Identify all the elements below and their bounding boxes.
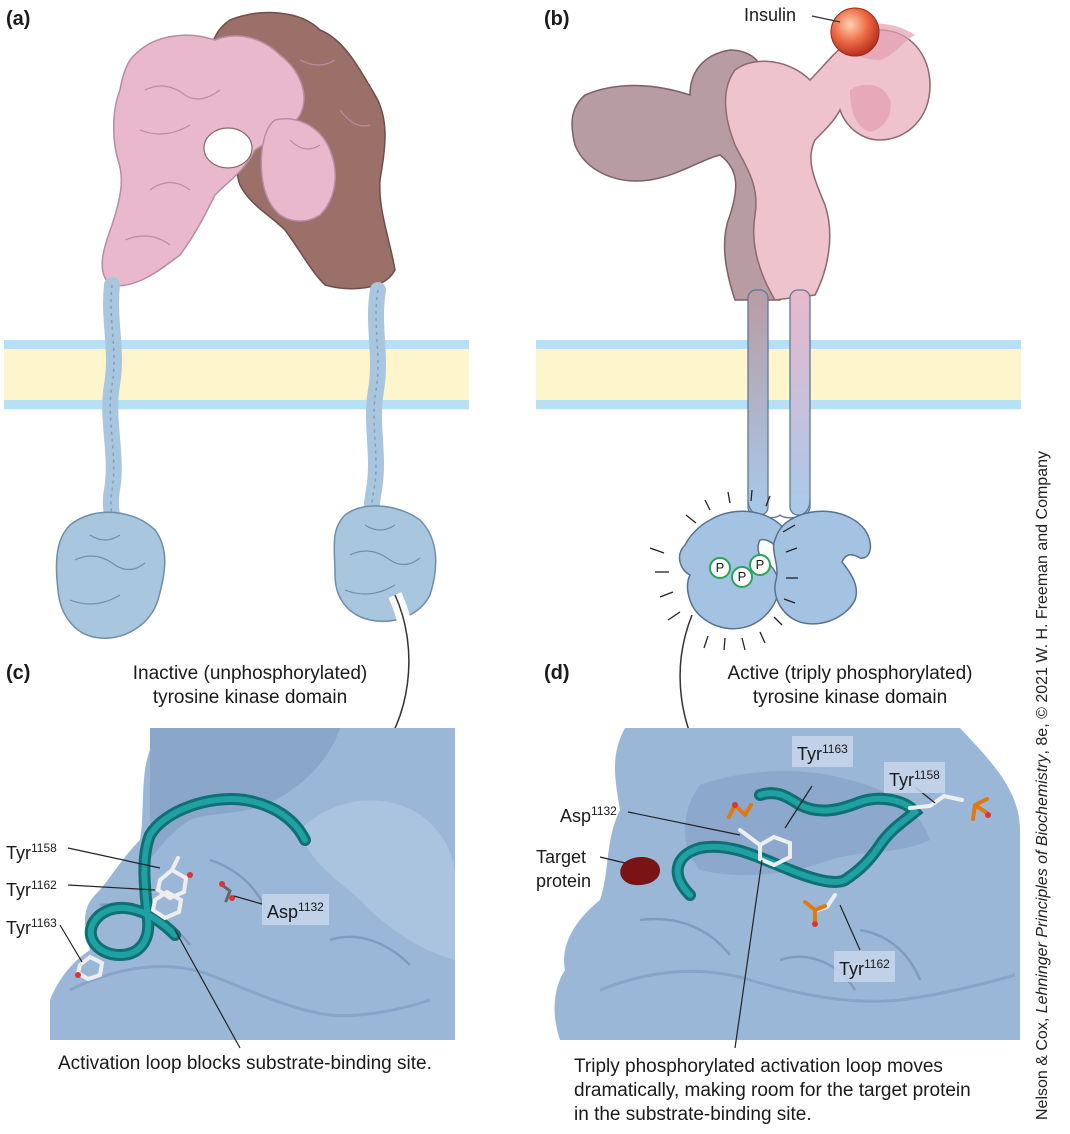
panel-letter-a: (a) bbox=[6, 8, 31, 30]
panel-c-activation-loop bbox=[84, 793, 311, 962]
phospho-group-2 bbox=[731, 566, 753, 588]
target-label-line1: Target bbox=[536, 847, 587, 867]
d-caption: Triply phosphorylated activation loop mo… bbox=[574, 1055, 1044, 1127]
target-protein bbox=[620, 856, 660, 886]
panel-b-membrane bbox=[536, 340, 1021, 410]
panel-a-kinase-right bbox=[333, 505, 437, 622]
d-tyr1163-label: Tyr1163 bbox=[792, 736, 853, 767]
panel-b-beta-tm bbox=[747, 289, 811, 519]
target-label-line2: protein bbox=[536, 871, 592, 891]
panel-b-kinase-right bbox=[772, 510, 872, 625]
active-kinase-caption: Active (triply phosphorylated) tyrosine … bbox=[690, 662, 1010, 710]
c-tyr1158-label: Tyr1158 bbox=[6, 841, 57, 863]
panel-a-membrane bbox=[4, 340, 469, 410]
d-caption-line1: Triply phosphorylated activation loop mo… bbox=[574, 1056, 943, 1077]
phospho-label-1: P bbox=[715, 560, 725, 575]
panel-c-surface bbox=[50, 728, 455, 1040]
d-tyr1158-label: Tyr1158 bbox=[884, 762, 945, 793]
insulin-leader bbox=[811, 15, 841, 23]
active-caption-line1: Active (triply phosphorylated) bbox=[727, 663, 973, 684]
panel-a-kinase-left bbox=[55, 511, 166, 639]
panel-d-surface bbox=[554, 728, 1020, 1040]
panel-c-tyrosine-sticks bbox=[75, 856, 235, 982]
inactive-caption-line2: tyrosine kinase domain bbox=[152, 687, 348, 708]
phospho-group-1 bbox=[709, 557, 731, 579]
activity-rays bbox=[649, 489, 798, 651]
active-caption-line2: tyrosine kinase domain bbox=[752, 687, 948, 708]
d-caption-line3: in the substrate-binding site. bbox=[574, 1104, 812, 1125]
panel-letter-d: (d) bbox=[544, 662, 570, 684]
insulin-ball bbox=[830, 7, 880, 57]
copyright-credit: Nelson & Cox, Lehninger Principles of Bi… bbox=[1034, 450, 1051, 1120]
d-tyr1162-label: Tyr1162 bbox=[834, 951, 895, 982]
panel-letter-b: (b) bbox=[544, 8, 570, 30]
panel-c-leaders bbox=[59, 847, 263, 1049]
panel-d-phospho-sticks bbox=[727, 793, 991, 927]
c-tyr1162-label: Tyr1162 bbox=[6, 878, 57, 900]
d-caption-line2: dramatically, making room for the target… bbox=[574, 1080, 971, 1101]
inactive-kinase-caption: Inactive (unphosphorylated) tyrosine kin… bbox=[100, 662, 400, 710]
phospho-label-3: P bbox=[755, 557, 765, 572]
phospho-group-3 bbox=[749, 554, 771, 576]
c-caption: Activation loop blocks substrate-binding… bbox=[58, 1053, 432, 1074]
panel-letter-c: (c) bbox=[6, 662, 31, 684]
insulin-label: Insulin bbox=[744, 5, 797, 25]
panel-a-tm-right bbox=[362, 282, 386, 538]
panel-a-tm-left bbox=[102, 277, 126, 543]
phospho-label-2: P bbox=[737, 569, 747, 584]
panel-d-activation-loop bbox=[671, 787, 924, 901]
d-asp1132-label: Asp1132 bbox=[560, 804, 617, 826]
c-asp1132-label: Asp1132 bbox=[262, 894, 329, 925]
inactive-caption-line1: Inactive (unphosphorylated) bbox=[132, 663, 368, 684]
c-tyr1163-label: Tyr1163 bbox=[6, 916, 57, 938]
target-protein-label: Target protein bbox=[536, 845, 591, 893]
panel-a-ectodomain bbox=[101, 11, 396, 290]
